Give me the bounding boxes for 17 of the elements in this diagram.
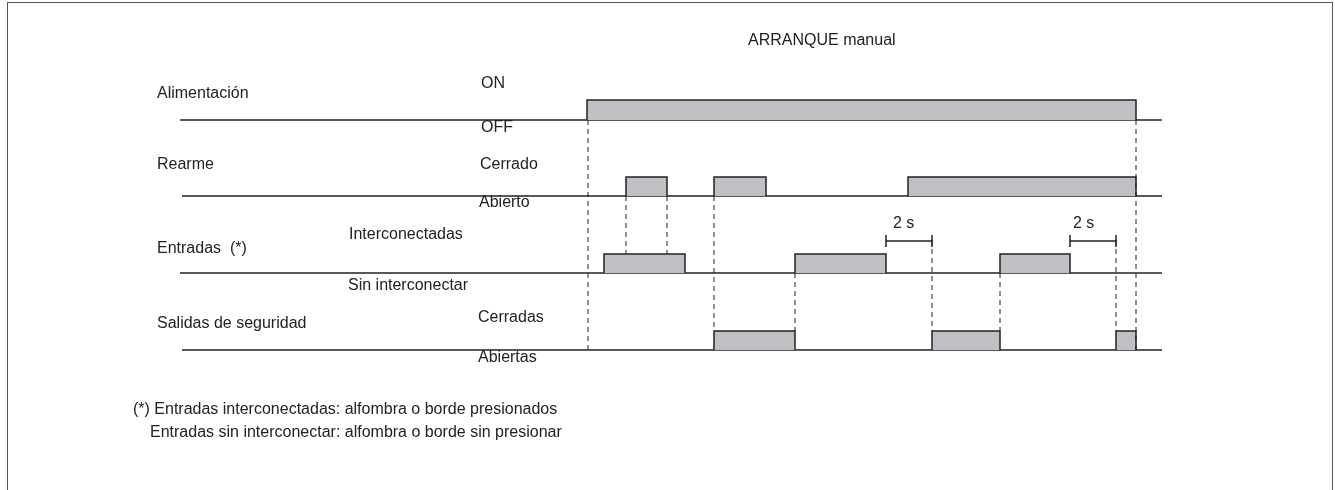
state-label: Cerradas [478,307,544,327]
state-label: Sin interconectar [348,275,469,295]
state-label: ON [481,73,505,93]
state-label: OFF [481,117,513,137]
time-label: 2 s [893,213,915,233]
state-label: Cerrado [480,154,538,174]
signal-name: Alimentación [157,83,249,103]
time-label: 2 s [1073,213,1095,233]
heading-text: ARRANQUE manual [748,30,896,50]
signal-name: Salidas de seguridad [157,313,307,333]
state-label: Interconectadas [349,224,463,244]
footnote-text: Entradas sin interconectar: alfombra o borde sin presionar [150,422,562,442]
footnote-text: (*) Entradas interconectadas: alfombra o borde presionados [133,399,558,419]
state-label: Abierto [479,192,530,212]
signal-name: Entradas (*) [157,238,247,258]
signal-name: Rearme [157,154,214,174]
state-label: Abiertas [478,347,537,367]
